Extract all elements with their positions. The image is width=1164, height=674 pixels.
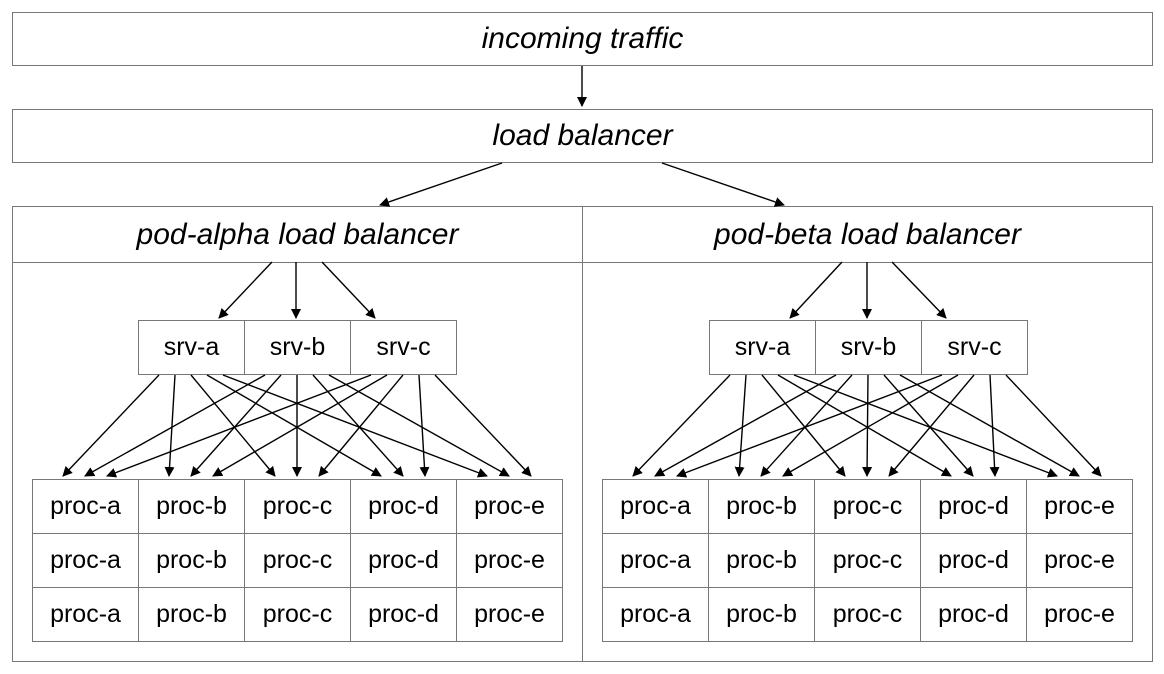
pod-beta-proc-r2-c4: proc-d (920, 533, 1027, 588)
pod-alpha-proc-r3-c5: proc-e (456, 587, 563, 642)
arrow-pod-alpha-server-3-to-proc-1 (106, 374, 372, 478)
arrow-pod-beta-server-1-to-proc-1 (632, 374, 731, 477)
incoming-traffic-label: incoming traffic (481, 22, 684, 55)
arrow-pod-beta-server-3-to-proc-4 (989, 374, 1000, 477)
pod-beta-proc-r2-c3: proc-c (814, 533, 921, 588)
incoming-traffic-box: incoming traffic (12, 12, 1153, 66)
pod-alpha-proc-r2-c5: proc-e (456, 533, 563, 588)
pod-alpha-proc-r3-c2: proc-b (138, 587, 245, 642)
arrow-pod-alpha-server-1-to-proc-1 (62, 374, 160, 477)
pod-alpha-server-2: srv-b (244, 320, 351, 375)
pod-alpha-proc-r3-c1: proc-a (32, 587, 139, 642)
arrow-pod-beta-server-2-to-proc-1 (654, 374, 837, 477)
pod-beta-proc-r2-c5: proc-e (1026, 533, 1133, 588)
pod-alpha-proc-r1-c5: proc-e (456, 479, 563, 534)
pod-alpha-proc-r2-c4: proc-d (350, 533, 457, 588)
pod-beta-header: pod-beta load balancer (582, 206, 1153, 263)
pod-alpha-proc-r1-c4: proc-d (350, 479, 457, 534)
arrow-pod-beta-to-server-3 (891, 261, 947, 319)
pod-beta-proc-r3-c2: proc-b (708, 587, 815, 642)
pod-alpha-header: pod-alpha load balancer (12, 206, 583, 263)
arrow-pod-alpha-server-2-to-proc-2 (190, 374, 282, 477)
arrow-pod-alpha-server-2-to-proc-1 (84, 374, 266, 477)
arrow-pod-alpha-server-3-to-proc-3 (318, 374, 404, 477)
pod-alpha-proc-r2-c1: proc-a (32, 533, 139, 588)
pod-alpha-proc-r1-c1: proc-a (32, 479, 139, 534)
arrow-pod-alpha-server-1-to-proc-2 (164, 374, 176, 477)
pod-alpha-proc-r1-c2: proc-b (138, 479, 245, 534)
pod-beta-proc-r1-c2: proc-b (708, 479, 815, 534)
pod-beta-proc-r2-c1: proc-a (602, 533, 709, 588)
pod-beta-label: pod-beta load balancer (714, 217, 1021, 251)
pod-beta-proc-r2-c2: proc-b (708, 533, 815, 588)
arrow-pod-beta-server-1-to-proc-3 (761, 374, 846, 477)
pod-beta-server-1: srv-a (709, 320, 816, 375)
arrow-pod-beta-to-server-1 (789, 261, 843, 319)
pod-beta-proc-r1-c4: proc-d (920, 479, 1027, 534)
arrow-pod-alpha-to-server-3 (321, 261, 376, 319)
pod-alpha-proc-r2-c2: proc-b (138, 533, 245, 588)
pod-alpha-server-1: srv-a (138, 320, 245, 375)
arrow-pod-alpha-server-3-to-proc-2 (212, 374, 388, 477)
pod-alpha-proc-r3-c4: proc-d (350, 587, 457, 642)
arrow-pod-alpha-server-1-to-proc-3 (190, 374, 276, 477)
pod-beta-proc-r3-c1: proc-a (602, 587, 709, 642)
arrow-pod-beta-server-2-to-proc-4 (883, 374, 974, 477)
pod-alpha-proc-r3-c3: proc-c (244, 587, 351, 642)
arrow-pod-beta-server-2-to-proc-3 (862, 374, 873, 477)
arrow-pod-beta-server-1-to-proc-5 (793, 374, 1058, 478)
pod-beta-proc-r3-c5: proc-e (1026, 587, 1133, 642)
arrow-pod-beta-server-3-to-proc-5 (1005, 374, 1102, 477)
pod-beta-server-2: srv-b (815, 320, 922, 375)
arrow-pod-alpha-server-1-to-proc-5 (222, 374, 488, 478)
arrow-balancer-to-pod-alpha (379, 162, 503, 207)
arrow-pod-alpha-server-3-to-proc-4 (418, 374, 430, 477)
load-balancer-box: load balancer (12, 109, 1153, 163)
arrow-pod-beta-server-3-to-proc-1 (676, 374, 943, 478)
pod-alpha-label: pod-alpha load balancer (136, 217, 459, 251)
arrow-pod-beta-server-2-to-proc-2 (760, 374, 853, 477)
arrow-pod-alpha-server-3-to-proc-5 (434, 374, 532, 477)
arrow-balancer-to-pod-beta (661, 162, 785, 207)
arrow-pod-alpha-to-server-1 (218, 261, 273, 319)
pod-beta-proc-r1-c5: proc-e (1026, 479, 1133, 534)
arrow-pod-beta-server-1-to-proc-2 (734, 374, 747, 477)
pod-beta-proc-r3-c4: proc-d (920, 587, 1027, 642)
pod-beta-proc-r1-c3: proc-c (814, 479, 921, 534)
arrow-pod-beta-server-3-to-proc-2 (782, 374, 959, 477)
arrow-pod-beta-server-3-to-proc-3 (888, 374, 975, 477)
pod-alpha-proc-r2-c3: proc-c (244, 533, 351, 588)
pod-alpha-server-3: srv-c (350, 320, 457, 375)
load-balancer-label: load balancer (492, 119, 673, 152)
pod-beta-server-3: srv-c (921, 320, 1028, 375)
